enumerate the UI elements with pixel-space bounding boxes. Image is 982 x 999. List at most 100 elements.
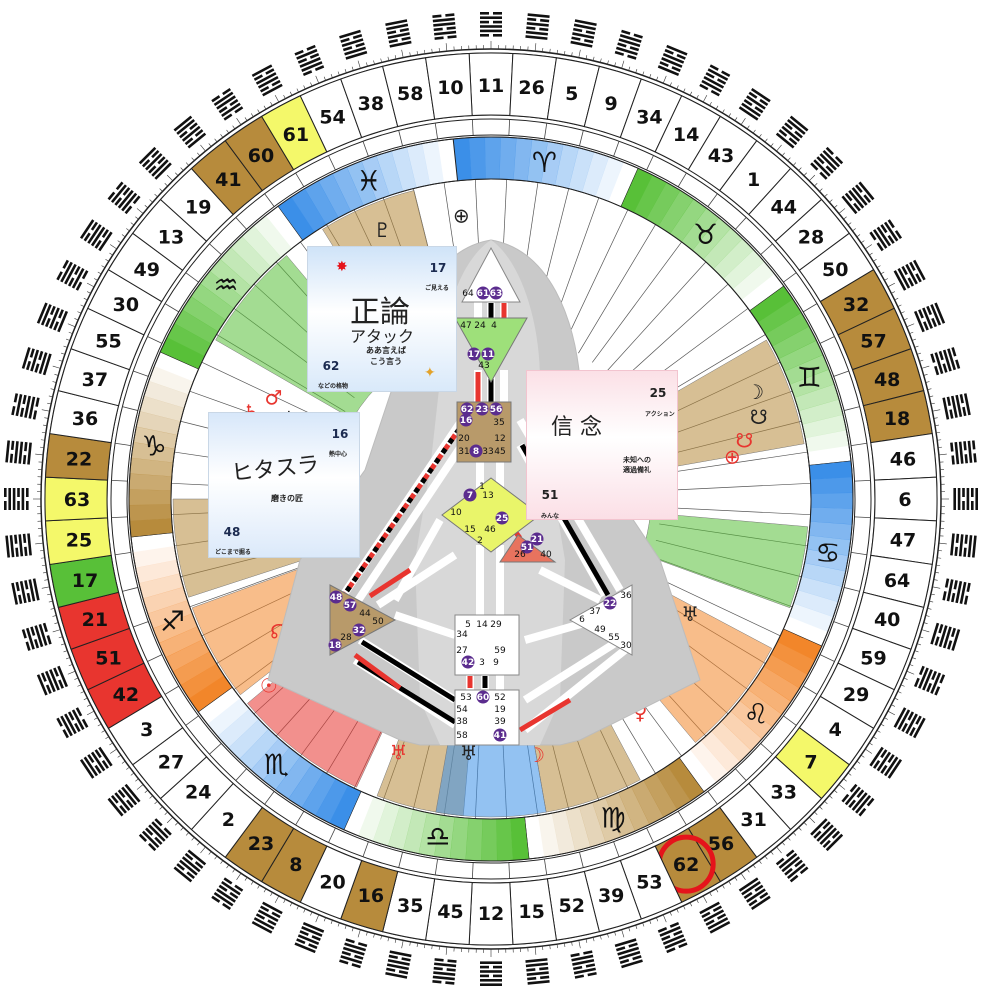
bodygraph-gate-23: 23 <box>476 405 489 415</box>
bodygraph-gate-31: 31 <box>458 447 469 457</box>
gate-number-41: 41 <box>215 169 241 191</box>
card-seiron-body: ああ言えば こう言う <box>366 346 406 366</box>
bodygraph-gate-52: 52 <box>494 693 505 703</box>
bodygraph-gate-51: 51 <box>521 543 534 553</box>
hexagram-icon <box>930 622 961 651</box>
gate-number-13: 13 <box>158 226 184 248</box>
activation-dot <box>520 540 534 554</box>
bodygraph-gate-16: 16 <box>460 416 473 426</box>
hexagram-icon <box>56 259 89 291</box>
gate-number-19: 19 <box>185 196 211 218</box>
planet-glyph: ☽ <box>527 743 545 767</box>
bodygraph-gate-20: 20 <box>458 434 470 444</box>
hexagram-icon <box>570 950 597 979</box>
bodygraph-gate-56: 56 <box>490 405 503 415</box>
gate-number-62: 62 <box>673 854 699 876</box>
bodygraph-gate-7: 7 <box>467 491 473 501</box>
gate-number-23: 23 <box>248 833 274 855</box>
planet-glyph: ⊕ <box>724 444 741 468</box>
gate-number-21: 21 <box>82 609 108 631</box>
hexagram-icon <box>21 622 52 651</box>
hexagram-icon <box>913 302 946 333</box>
hexagram-icon <box>251 901 283 934</box>
hexagram-icon <box>173 849 207 883</box>
bodygraph-gate-64: 64 <box>462 289 474 299</box>
hexagram-icon <box>211 87 244 121</box>
gate-number-35: 35 <box>397 895 423 917</box>
hexagram-icon <box>36 302 69 333</box>
gate-number-12: 12 <box>478 903 504 925</box>
bodygraph-gate-48: 48 <box>330 593 343 603</box>
hexagram-icon <box>869 219 903 252</box>
gate-number-4: 4 <box>829 719 842 741</box>
bodygraph-gate-10: 10 <box>450 508 462 518</box>
gate-number-1: 1 <box>747 169 760 191</box>
bodygraph-gate-32: 32 <box>353 626 366 636</box>
bodygraph-gate-12: 12 <box>494 434 505 444</box>
hexagram-icon <box>339 938 368 969</box>
hexagram-icon <box>775 849 809 883</box>
bodygraph-gate-61: 61 <box>477 289 490 299</box>
activation-dot <box>475 402 489 416</box>
bodygraph-gate-24: 24 <box>474 321 486 331</box>
red-star-icon: ✸ <box>336 259 348 275</box>
activation-dot <box>603 596 617 610</box>
bodygraph-gate-46: 46 <box>484 525 496 535</box>
gate-number-57: 57 <box>860 331 886 353</box>
hexagram-icon <box>614 29 643 60</box>
gate-number-14: 14 <box>673 124 699 146</box>
planet-glyph: ☋ <box>735 429 753 453</box>
gate-number-2: 2 <box>222 809 235 831</box>
zodiac-glyph: ♍ <box>601 801 626 834</box>
bodygraph-gate-25: 25 <box>496 514 509 524</box>
bodygraph-gate-18: 18 <box>329 641 342 651</box>
gate-number-50: 50 <box>822 259 848 281</box>
bodygraph-gate-2: 2 <box>477 536 483 546</box>
bodygraph-gate-34: 34 <box>456 630 468 640</box>
activation-dot <box>463 488 477 502</box>
gate-number-18: 18 <box>884 408 910 430</box>
activation-dot <box>328 638 342 652</box>
card-shinnen-bottom-badge: 51 <box>535 481 565 509</box>
bodygraph-gate-35: 35 <box>493 418 504 428</box>
zodiac-glyph: ♌ <box>743 698 768 731</box>
hexagram-icon <box>953 488 978 510</box>
bodygraph-gate-50: 50 <box>372 617 384 627</box>
activation-dot <box>467 347 481 361</box>
gate-number-47: 47 <box>890 530 916 552</box>
zodiac-glyph: ♈ <box>532 146 557 179</box>
hexagram-icon <box>570 19 597 48</box>
hexagram-icon <box>294 44 325 77</box>
gate-number-61: 61 <box>283 124 309 146</box>
gate-number-16: 16 <box>358 885 384 907</box>
bodygraph-gate-45: 45 <box>494 447 505 457</box>
hexagram-icon <box>841 181 875 215</box>
zodiac-glyph: ♓ <box>356 165 381 198</box>
zodiac-glyph: ♉ <box>693 218 718 251</box>
gate-number-22: 22 <box>66 448 92 470</box>
gate-number-42: 42 <box>113 684 139 706</box>
card-hitasura-bottom-badge: 48 <box>217 517 247 547</box>
hexagram-icon <box>11 393 40 420</box>
hexagram-icon <box>339 29 368 60</box>
bodygraph-gate-49: 49 <box>594 625 606 635</box>
hexagram-icon <box>950 440 977 465</box>
hexagram-icon <box>775 115 809 149</box>
bodygraph-gate-53: 53 <box>460 693 471 703</box>
hexagram-icon <box>699 64 731 97</box>
card-seiron-bottom-badge: 62 <box>316 351 346 381</box>
gate-number-34: 34 <box>636 107 662 129</box>
bodygraph-gate-40: 40 <box>540 550 552 560</box>
gate-number-43: 43 <box>708 145 734 167</box>
planet-glyph: ♅ <box>460 741 478 765</box>
bodygraph-gate-1: 1 <box>479 482 485 492</box>
card-shinnen-tag-top: アクション <box>645 411 675 418</box>
planet-glyph: ♅ <box>681 602 699 626</box>
activation-dot <box>329 590 343 604</box>
hexagram-icon <box>294 921 325 954</box>
hexagram-icon <box>869 746 903 779</box>
gate-number-20: 20 <box>319 871 345 893</box>
hand-icon: ✦ <box>424 365 436 381</box>
gate-number-33: 33 <box>771 782 797 804</box>
gate-number-51: 51 <box>95 647 121 669</box>
